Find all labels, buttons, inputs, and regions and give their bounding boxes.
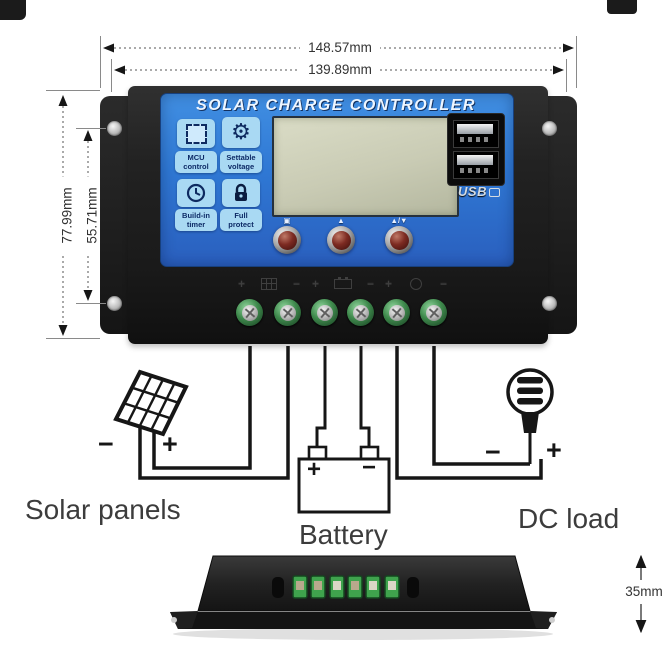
usb-ports: [447, 113, 505, 186]
side-screw-right: [549, 617, 555, 623]
solar-panels-label: Solar panels: [25, 494, 181, 525]
button-label-up: ▲: [337, 216, 345, 225]
terminal-load-minus: [420, 299, 447, 326]
wire-load-minus: [432, 346, 530, 466]
wire-battery-minus: [359, 346, 371, 448]
terminal-marking-load: + −: [385, 277, 447, 291]
load-plus-label: +: [546, 435, 562, 465]
lock-icon: [235, 183, 247, 201]
solar-plus-label: +: [162, 429, 178, 459]
photo-corner-artifact-right: [607, 0, 637, 14]
battery-label: Battery: [299, 519, 388, 550]
side-terminals: [292, 575, 400, 599]
screw-hole: [542, 296, 557, 311]
terminal-load-plus: [383, 299, 410, 326]
usb-port-top: [453, 120, 499, 148]
mcu-icon-tile: [177, 119, 215, 148]
usb-plug-icon: [488, 188, 500, 198]
terminal-battery-minus: [347, 299, 374, 326]
dim-height-inner: 55.71mm: [84, 176, 100, 255]
terminal-solar-plus: [236, 299, 263, 326]
battery-symbol: [334, 277, 352, 289]
screw-hole: [542, 121, 557, 136]
dc-load-label: DC load: [518, 503, 620, 534]
button-label-menu: ▣: [283, 216, 291, 225]
dim-width-outer: 148.57mm: [300, 40, 380, 55]
side-hole-left: [272, 577, 284, 598]
usb-tongue: [457, 155, 493, 165]
wire-battery-plus: [315, 346, 327, 448]
solar-panel-drawing: [113, 369, 189, 437]
usb-pins: [460, 137, 490, 142]
terminal-solar-minus: [274, 299, 301, 326]
battery-minus-label: −: [362, 454, 377, 481]
button-label-updown: ▲/▼: [390, 216, 408, 225]
terminal-marking-battery: + −: [312, 277, 374, 291]
battery-plus-label: +: [307, 456, 322, 483]
clock-icon: [186, 183, 206, 203]
terminal-battery-plus: [311, 299, 338, 326]
wires: [138, 346, 543, 480]
usb-pins: [460, 168, 490, 173]
lcd-screen: [272, 116, 459, 217]
terminal-marking-solar: + −: [238, 277, 300, 291]
dim-height-outer: 77.99mm: [59, 176, 75, 255]
usb-tongue: [457, 124, 493, 134]
side-view-unit: [170, 554, 647, 640]
photo-corner-artifact-left: [0, 0, 26, 20]
gear-icon-tile: ⚙: [222, 117, 260, 148]
lamp-symbol: [410, 278, 422, 290]
load-minus-label: −: [485, 437, 501, 467]
screw-hole: [107, 121, 122, 136]
up-down-button: [385, 226, 413, 254]
product-title: SOLAR CHARGE CONTROLLER: [196, 97, 476, 114]
dim-side-height: 35mm: [618, 584, 667, 599]
usb-port-bottom: [453, 151, 499, 179]
solar-minus-label: −: [98, 429, 114, 459]
side-screw-left: [171, 617, 177, 623]
menu-button: [273, 226, 301, 254]
mcu-icon: [185, 123, 207, 144]
up-button: [327, 226, 355, 254]
clock-icon-tile: [177, 179, 215, 207]
lock-icon-tile: [222, 179, 260, 207]
usb-logo: USB: [450, 184, 508, 199]
gear-icon: ⚙: [231, 119, 251, 145]
side-hole-right: [407, 577, 419, 598]
bulb-drawing: [506, 368, 554, 433]
screw-hole: [107, 296, 122, 311]
solar-symbol: [261, 278, 277, 290]
dim-width-inner: 139.89mm: [300, 62, 380, 77]
wire-load-plus: [395, 346, 543, 480]
